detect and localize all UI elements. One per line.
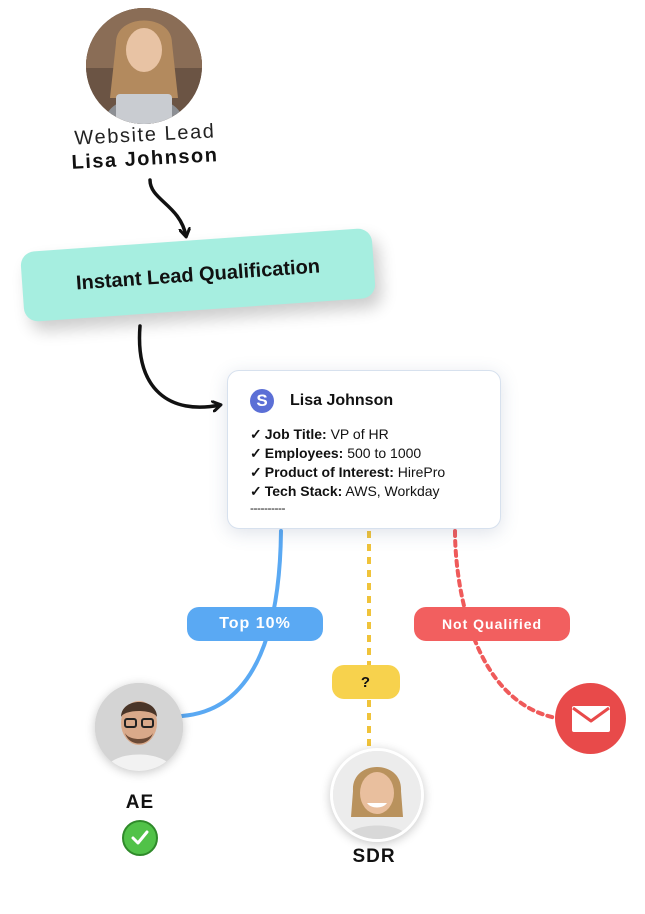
woman-with-laptop-photo [86,8,202,124]
sdr-label: SDR [352,846,396,867]
card-row-employees: ✓Employees: 500 to 1000 [250,444,445,463]
s-logo-icon: S [250,389,274,413]
row-label: Tech Stack: [264,483,343,499]
checkmark-icon: ✓ [250,445,262,461]
card-row-job-title: ✓Job Title: VP of HR [250,425,445,444]
row-label: Product of Interest: [264,464,394,480]
logo-letter: S [256,391,268,410]
qualification-label: Instant Lead Qualification [75,255,321,295]
not-qualified-pill: Not Qualified [414,607,570,641]
check-circle-icon [122,820,158,856]
card-dashes: ---------- [250,501,285,515]
man-with-glasses-photo [95,683,183,771]
checkmark-icon [131,830,149,845]
row-label: Job Title: [264,426,327,442]
row-label: Employees: [264,445,344,461]
card-row-product-of-interest: ✓Product of Interest: HirePro [250,463,445,482]
smiling-woman-photo [333,751,421,839]
unsure-pill: ? [332,665,400,699]
checkmark-icon: ✓ [250,483,262,499]
sdr-avatar [330,748,424,842]
card-details: ✓Job Title: VP of HR ✓Employees: 500 to … [250,425,445,515]
row-value: VP of HR [330,426,389,442]
checkmark-icon: ✓ [250,464,262,480]
line-not-qualified-route [453,529,558,720]
pill-label: Top 10% [219,615,291,632]
arrow-lead-to-qualification [148,178,186,236]
row-value: 500 to 1000 [347,445,422,461]
email-badge [555,683,626,754]
arrow-qualification-to-card [137,324,220,407]
envelope-icon [571,705,610,732]
top-10-percent-pill: Top 10% [187,607,323,641]
line-top-route [180,529,283,718]
card-row-tech-stack: ✓Tech Stack: AWS, Workday [250,482,445,501]
ae-label: AE [125,792,155,813]
row-value: AWS, Workday [345,483,440,499]
pill-label: Not Qualified [441,616,543,632]
checkmark-icon: ✓ [250,426,262,442]
lead-profile-card: S Lisa Johnson ✓Job Title: VP of HR ✓Emp… [227,370,501,529]
ae-avatar [95,683,183,771]
pill-label: ? [360,673,372,691]
lead-avatar [86,8,202,124]
row-value: HirePro [397,464,446,480]
card-lead-name: Lisa Johnson [290,392,394,409]
